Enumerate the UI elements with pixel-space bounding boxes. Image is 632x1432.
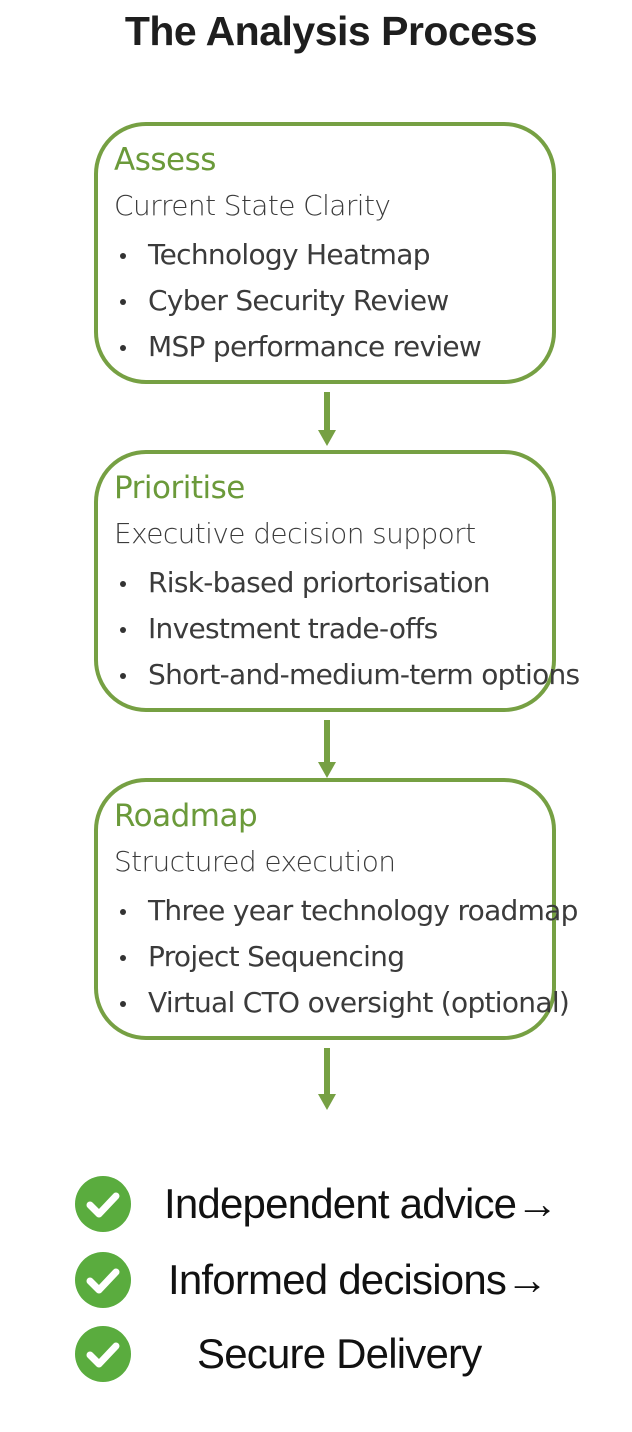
list-item: Cyber Security Review bbox=[118, 278, 481, 324]
bullet-icon bbox=[120, 673, 126, 679]
list-item-label: Short-and-medium-term options bbox=[148, 658, 580, 691]
outcome-item: Informed decisions→ bbox=[0, 1251, 632, 1311]
bullet-icon bbox=[120, 955, 126, 961]
list-item-label: Project Sequencing bbox=[148, 940, 405, 973]
list-item: Risk-based priortorisation bbox=[118, 560, 579, 606]
stage-item-list: Three year technology roadmap Project Se… bbox=[118, 888, 578, 1026]
list-item: Short-and-medium-term options bbox=[118, 652, 580, 698]
bullet-icon bbox=[120, 627, 126, 633]
stage-subtitle: Current State Clarity bbox=[114, 189, 391, 222]
stage-subtitle: Structured execution bbox=[114, 845, 396, 878]
stage-assess: Assess Current State Clarity Technology … bbox=[94, 122, 556, 384]
stage-title: Roadmap bbox=[114, 798, 258, 834]
stage-title: Prioritise bbox=[114, 470, 245, 506]
stage-title: Assess bbox=[114, 142, 216, 178]
list-item: Three year technology roadmap bbox=[118, 888, 578, 934]
stage-roadmap: Roadmap Structured execution Three year … bbox=[94, 778, 578, 1040]
bullet-icon bbox=[120, 345, 126, 351]
list-item-label: Technology Heatmap bbox=[148, 238, 430, 271]
outcome-item: Secure Delivery bbox=[0, 1325, 632, 1385]
list-item-label: Virtual CTO oversight (optional) bbox=[148, 986, 570, 1019]
bullet-icon bbox=[120, 299, 126, 305]
outcome-label: Independent advice→ bbox=[164, 1180, 558, 1227]
list-item-label: MSP performance review bbox=[148, 330, 482, 363]
list-item: Technology Heatmap bbox=[118, 232, 481, 278]
stage-item-list: Technology Heatmap Cyber Security Review… bbox=[118, 232, 482, 370]
outcome-item: Independent advice→ bbox=[0, 1175, 632, 1235]
outcome-label: Informed decisions→ bbox=[168, 1256, 548, 1303]
list-item-label: Three year technology roadmap bbox=[148, 894, 578, 927]
outcome-label: Secure Delivery bbox=[197, 1330, 482, 1377]
list-item: Virtual CTO oversight (optional) bbox=[118, 980, 578, 1026]
bullet-icon bbox=[120, 253, 126, 259]
bullet-icon bbox=[120, 909, 126, 915]
stage-item-list: Risk-based priortorisation Investment tr… bbox=[118, 560, 580, 698]
list-item-label: Cyber Security Review bbox=[148, 284, 449, 317]
check-circle-icon bbox=[75, 1176, 131, 1232]
list-item: Investment trade-offs bbox=[118, 606, 579, 652]
list-item: MSP performance review bbox=[118, 324, 482, 370]
list-item-label: Investment trade-offs bbox=[148, 612, 438, 645]
check-circle-icon bbox=[75, 1326, 131, 1382]
bullet-icon bbox=[120, 1001, 126, 1007]
check-circle-icon bbox=[75, 1252, 131, 1308]
stage-subtitle: Executive decision support bbox=[114, 517, 476, 550]
list-item-label: Risk-based priortorisation bbox=[148, 566, 491, 599]
stage-prioritise: Prioritise Executive decision support Ri… bbox=[94, 450, 580, 712]
list-item: Project Sequencing bbox=[118, 934, 578, 980]
bullet-icon bbox=[120, 581, 126, 587]
page-title: The Analysis Process bbox=[124, 8, 538, 54]
